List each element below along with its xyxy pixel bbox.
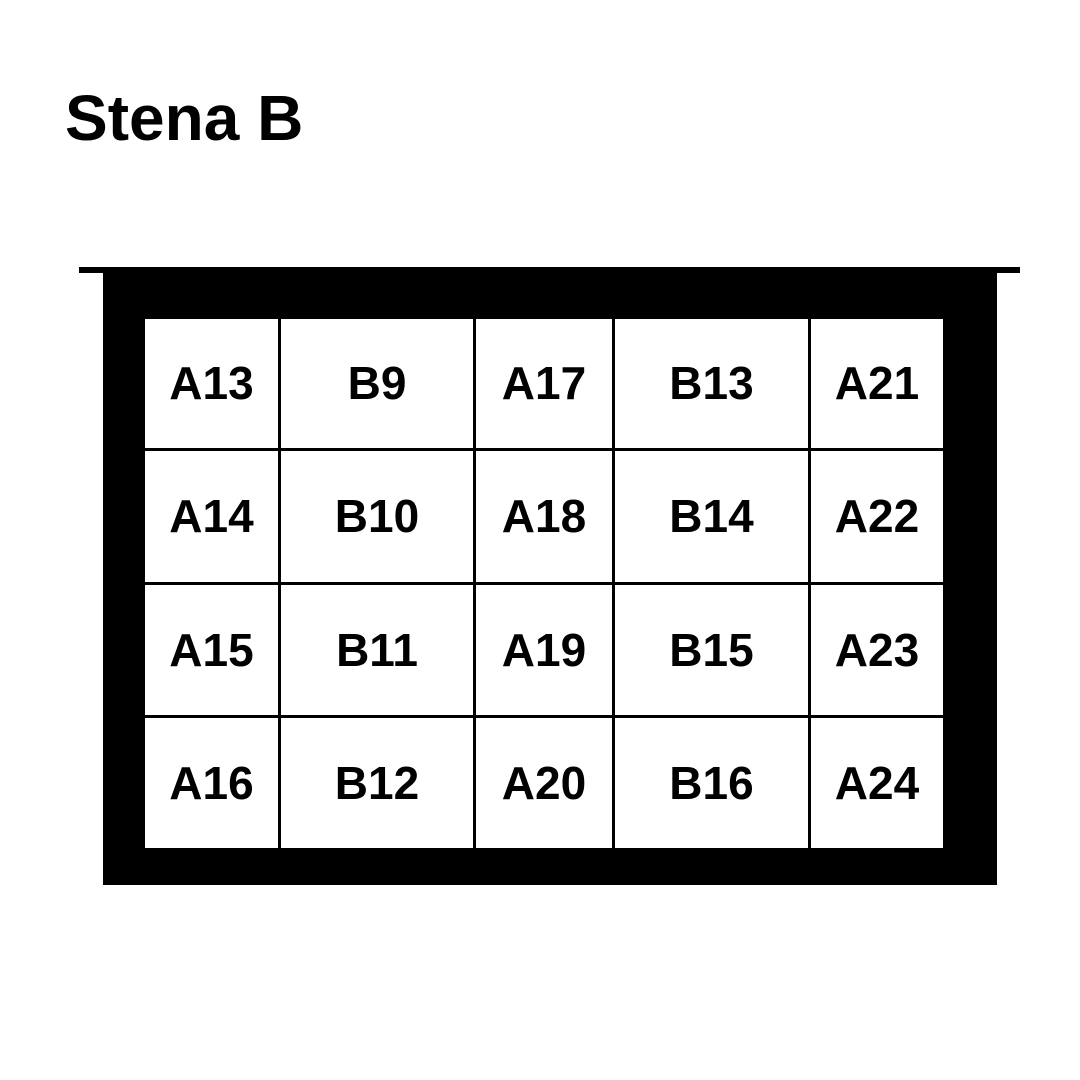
cell-grid: A13 B9 A17 B13 A21 A14 B10 A18 B14 A22 A… bbox=[145, 319, 943, 848]
cell-a22: A22 bbox=[811, 450, 943, 582]
cell-a16: A16 bbox=[145, 718, 278, 848]
cell-a14: A14 bbox=[145, 450, 278, 582]
diagram-title: Stena B bbox=[65, 82, 304, 154]
cell-a18: A18 bbox=[476, 450, 612, 582]
cell-a19: A19 bbox=[476, 584, 612, 716]
cell-a23: A23 bbox=[811, 584, 943, 716]
cell-a21: A21 bbox=[811, 319, 943, 448]
cell-b12: B12 bbox=[280, 718, 474, 848]
cell-b9: B9 bbox=[280, 319, 474, 448]
cell-b13: B13 bbox=[614, 319, 808, 448]
cell-b15: B15 bbox=[614, 584, 808, 716]
cell-a17: A17 bbox=[476, 319, 612, 448]
cell-a20: A20 bbox=[476, 718, 612, 848]
wall-mount-line bbox=[79, 267, 1020, 273]
cell-a24: A24 bbox=[811, 718, 943, 848]
cell-b14: B14 bbox=[614, 450, 808, 582]
cell-a13: A13 bbox=[145, 319, 278, 448]
cell-b11: B11 bbox=[280, 584, 474, 716]
cell-b10: B10 bbox=[280, 450, 474, 582]
cell-a15: A15 bbox=[145, 584, 278, 716]
cell-b16: B16 bbox=[614, 718, 808, 848]
